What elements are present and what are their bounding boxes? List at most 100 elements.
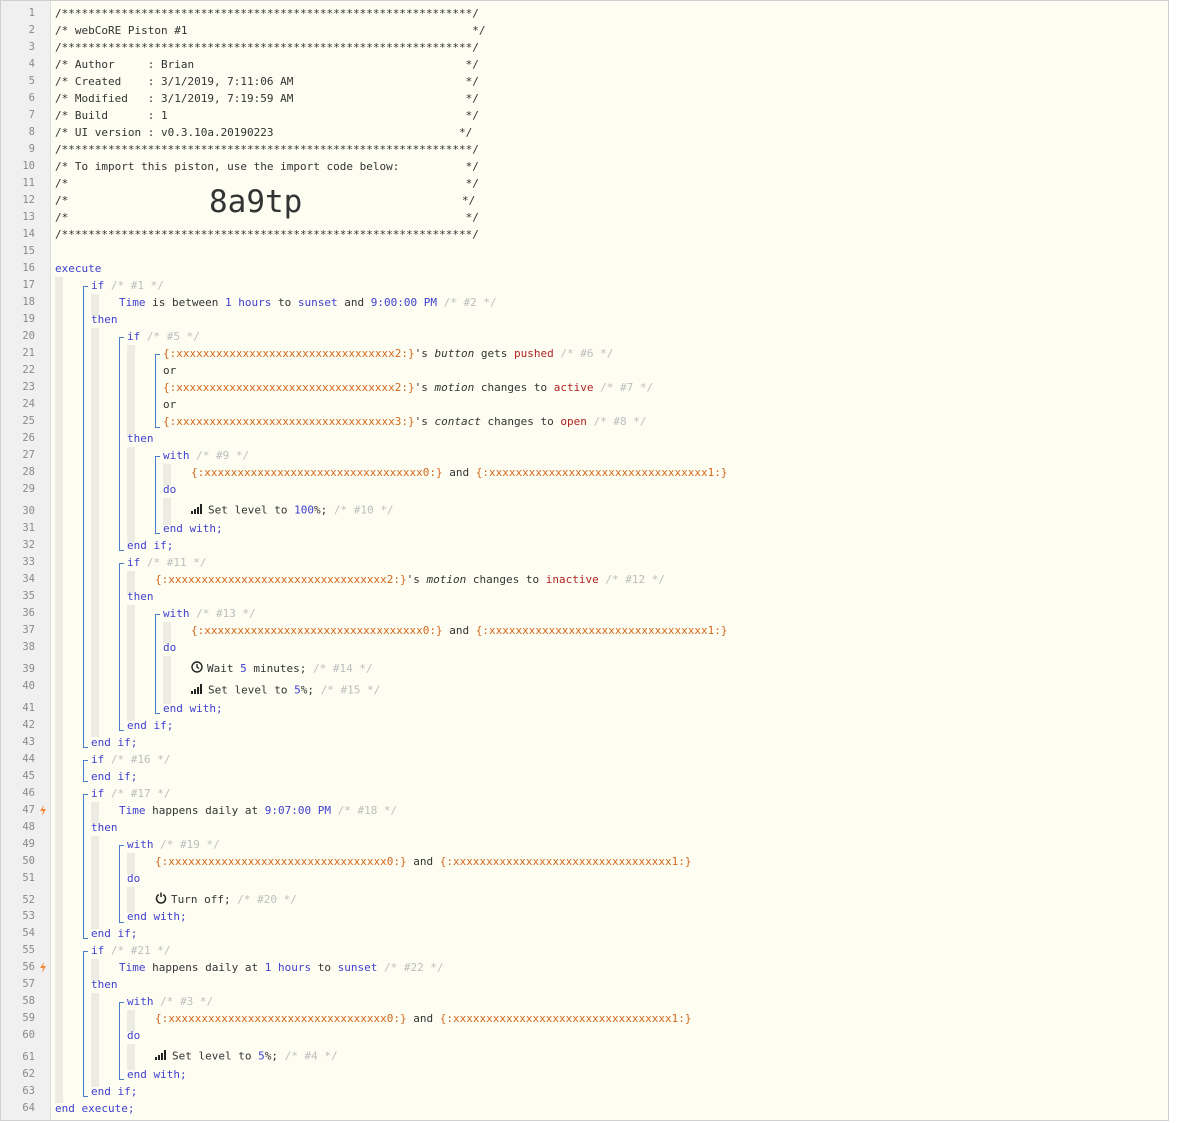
statement-id: /* #2 */ bbox=[443, 296, 497, 309]
connector: and bbox=[442, 466, 476, 479]
nesting-bar bbox=[163, 464, 171, 486]
statement-id: /* #20 */ bbox=[237, 893, 297, 906]
device-list[interactable]: {:xxxxxxxxxxxxxxxxxxxxxxxxxxxxxxxxx0:} a… bbox=[191, 466, 727, 480]
nesting-bar bbox=[127, 853, 135, 875]
condition-motion-active[interactable]: {:xxxxxxxxxxxxxxxxxxxxxxxxxxxxxxxxx2:}'s… bbox=[163, 381, 653, 395]
import-code[interactable]: 8a9tp bbox=[209, 184, 303, 220]
end-with-keyword: end with; bbox=[127, 1068, 187, 1081]
device-list[interactable]: {:xxxxxxxxxxxxxxxxxxxxxxxxxxxxxxxxx0:} a… bbox=[155, 855, 691, 869]
possessive: 's bbox=[414, 415, 435, 428]
line-number: 33 bbox=[22, 556, 35, 568]
statement-with-13[interactable]: with /* #13 */ bbox=[163, 607, 256, 621]
line-number: 39 bbox=[22, 663, 35, 675]
task-set-level-15[interactable]: Set level to 5%; /* #15 */ bbox=[191, 683, 380, 698]
unit: minutes; bbox=[246, 662, 307, 675]
task-wait-14[interactable]: Wait 5 minutes; /* #14 */ bbox=[191, 661, 373, 677]
nesting-bar bbox=[91, 959, 99, 981]
condition-button-pushed[interactable]: {:xxxxxxxxxxxxxxxxxxxxxxxxxxxxxxxxx2:}'s… bbox=[163, 347, 613, 361]
line-number: 14 bbox=[22, 228, 35, 240]
comparison: happens daily at bbox=[145, 961, 265, 974]
header-build: /* Build : 1 */ bbox=[55, 109, 479, 122]
nesting-bar bbox=[163, 498, 171, 525]
line-number: 54 bbox=[22, 927, 35, 939]
clock-icon bbox=[191, 661, 203, 677]
line-number: 53 bbox=[22, 910, 35, 922]
statement-if-11[interactable]: if /* #11 */ bbox=[127, 556, 206, 570]
value: 5 bbox=[258, 1049, 265, 1063]
line-number: 34 bbox=[22, 573, 35, 585]
comparison: happens daily at bbox=[145, 804, 265, 817]
statement-with-19[interactable]: with /* #19 */ bbox=[127, 838, 220, 852]
nesting-bar bbox=[127, 605, 135, 721]
device-list[interactable]: {:xxxxxxxxxxxxxxxxxxxxxxxxxxxxxxxxx0:} a… bbox=[155, 1012, 691, 1026]
line-number: 47 bbox=[22, 804, 35, 816]
if-keyword: if bbox=[91, 787, 105, 800]
line-number: 42 bbox=[22, 719, 35, 731]
line-number: 60 bbox=[22, 1029, 35, 1041]
trigger-time-daily-sunset[interactable]: Time happens daily at 1 hours to sunset … bbox=[119, 961, 444, 975]
statement-if-16[interactable]: if /* #16 */ bbox=[91, 753, 170, 767]
header-stars: /***************************************… bbox=[55, 41, 479, 54]
if-block-bracket bbox=[83, 951, 88, 1097]
if-block-bracket bbox=[119, 337, 124, 551]
condition-time-between[interactable]: Time is between 1 hours to sunset and 9:… bbox=[119, 296, 497, 310]
line-number: 24 bbox=[22, 398, 35, 410]
nesting-bar bbox=[91, 328, 99, 737]
trigger-time-daily[interactable]: Time happens daily at 9:07:00 PM /* #18 … bbox=[119, 804, 397, 818]
task-label: Turn off; bbox=[171, 893, 231, 906]
statement-if-17[interactable]: if /* #17 */ bbox=[91, 787, 170, 801]
statement-id: /* #7 */ bbox=[600, 381, 654, 394]
do-keyword: do bbox=[163, 483, 177, 496]
nesting-bar bbox=[127, 1010, 135, 1032]
line-number: 48 bbox=[22, 821, 35, 833]
line-number: 21 bbox=[22, 347, 35, 359]
line-number: 8 bbox=[28, 126, 35, 138]
line-number: 28 bbox=[22, 466, 35, 478]
statement-with-9[interactable]: with /* #9 */ bbox=[163, 449, 249, 463]
header-stars: /***************************************… bbox=[55, 143, 479, 156]
task-turn-off-20[interactable]: Turn off; /* #20 */ bbox=[155, 892, 297, 908]
line-number: 29 bbox=[22, 483, 35, 495]
statement-id: /* #4 */ bbox=[284, 1049, 338, 1063]
with-block-bracket bbox=[119, 1002, 124, 1080]
line-number: 36 bbox=[22, 607, 35, 619]
signal-bars-icon bbox=[191, 503, 204, 518]
connector: and bbox=[442, 624, 476, 637]
with-block-bracket bbox=[155, 456, 160, 534]
statement-if-21[interactable]: if /* #21 */ bbox=[91, 944, 170, 958]
value: pushed bbox=[514, 347, 554, 360]
do-keyword: do bbox=[127, 872, 141, 885]
condition-motion-inactive[interactable]: {:xxxxxxxxxxxxxxxxxxxxxxxxxxxxxxxxx2:}'s… bbox=[155, 573, 665, 587]
with-keyword: with bbox=[163, 449, 190, 462]
device-list[interactable]: {:xxxxxxxxxxxxxxxxxxxxxxxxxxxxxxxxx0:} a… bbox=[191, 624, 727, 638]
line-number: 20 bbox=[22, 330, 35, 342]
task-set-level-4[interactable]: Set level to 5%; /* #4 */ bbox=[155, 1049, 338, 1064]
task-set-level-10[interactable]: Set level to 100%; /* #10 */ bbox=[191, 503, 393, 518]
nesting-bar bbox=[163, 622, 171, 644]
value: open bbox=[560, 415, 587, 428]
line-number: 62 bbox=[22, 1068, 35, 1080]
lightning-bolt-icon bbox=[39, 805, 47, 816]
device: {:xxxxxxxxxxxxxxxxxxxxxxxxxxxxxxxxx0:} bbox=[191, 466, 443, 479]
line-number: 38 bbox=[22, 641, 35, 653]
line-number: 27 bbox=[22, 449, 35, 461]
line-number: 7 bbox=[28, 109, 35, 121]
device: {:xxxxxxxxxxxxxxxxxxxxxxxxxxxxxxxxx2:} bbox=[163, 347, 415, 360]
statement-if-1[interactable]: if /* #1 */ bbox=[91, 279, 164, 293]
if-keyword: if bbox=[91, 944, 105, 957]
condition-contact-open[interactable]: {:xxxxxxxxxxxxxxxxxxxxxxxxxxxxxxxxx3:}'s… bbox=[163, 415, 647, 429]
attribute: button bbox=[434, 347, 475, 360]
comparison: changes to bbox=[466, 573, 546, 586]
with-keyword: with bbox=[127, 995, 154, 1008]
statement-with-3[interactable]: with /* #3 */ bbox=[127, 995, 213, 1009]
line-number: 52 bbox=[22, 894, 35, 906]
lightning-bolt-icon bbox=[39, 962, 47, 973]
statement-id: /* #11 */ bbox=[146, 556, 207, 569]
header-author: /* Author : Brian */ bbox=[55, 58, 479, 71]
line-number: 61 bbox=[22, 1051, 35, 1063]
then-keyword: then bbox=[127, 432, 154, 445]
statement-if-5[interactable]: if /* #5 */ bbox=[127, 330, 200, 344]
then-keyword: then bbox=[91, 821, 118, 834]
if-block-bracket bbox=[119, 563, 124, 731]
